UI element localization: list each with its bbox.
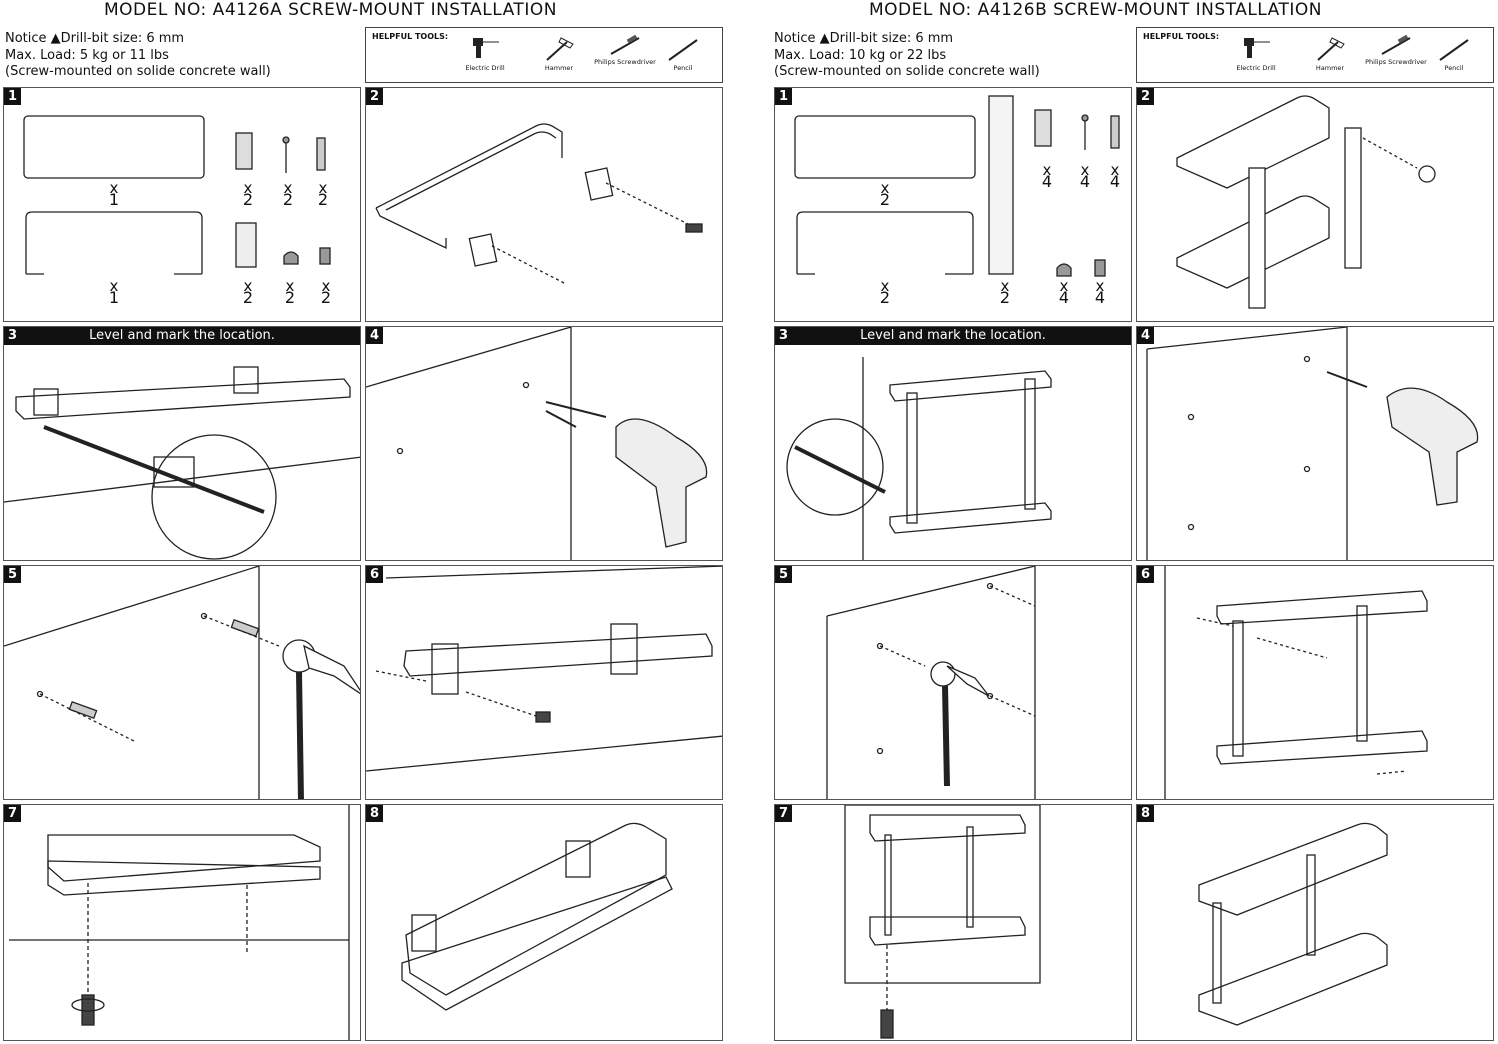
left-notice: Notice ▲Drill-bit size: 6 mm Max. Load: … [5, 31, 271, 79]
hammer-icon [1317, 37, 1345, 61]
right-step-5-panel: 5 [774, 565, 1132, 800]
finished-shelf-illustration [401, 822, 673, 1011]
pencil-icon [668, 39, 698, 61]
right-step-6-panel: 6 [1136, 565, 1494, 800]
drill-wall-illustration [366, 327, 708, 560]
install-glass-illustration [844, 805, 1041, 1039]
left-step-8-panel: 8 [365, 804, 723, 1041]
install-glass-illustration [9, 805, 350, 1040]
bracket-attach-illustration [1176, 95, 1436, 309]
parts-illustration [23, 115, 331, 275]
mount-shelf-illustration [1164, 566, 1428, 799]
level-mark-illustration [786, 357, 1052, 560]
right-step-8-panel: 8 [1136, 804, 1494, 1041]
left-title: MODEL NO: A4126A SCREW-MOUNT INSTALLATIO… [104, 0, 557, 20]
parts-illustration [794, 95, 1120, 277]
warning-triangle-icon: ▲ [819, 31, 830, 46]
drill-wall-illustration [1146, 327, 1479, 560]
right-step-4-panel: 4 [1136, 326, 1494, 561]
right-title: MODEL NO: A4126B SCREW-MOUNT INSTALLATIO… [869, 0, 1322, 20]
screwdriver-icon [610, 34, 640, 55]
warning-triangle-icon: ▲ [50, 31, 61, 46]
left-tools-box: HELPFUL TOOLS: Electric Drill Hammer Phi… [365, 27, 723, 83]
drill-icon [1244, 38, 1270, 58]
left-step-7-panel: 7 [3, 804, 361, 1041]
anchors-hammer-illustration [4, 566, 360, 799]
bracket-attach-illustration [375, 123, 703, 285]
screwdriver-icon [1381, 34, 1411, 55]
mount-shelf-illustration [366, 566, 722, 772]
finished-shelf-illustration [1198, 822, 1388, 1026]
right-tools-box: HELPFUL TOOLS: Electric Drill Hammer Phi… [1136, 27, 1494, 83]
left-step-5-panel: 5 [3, 565, 361, 800]
right-step-2-panel: 2 [1136, 87, 1494, 322]
right-notice: Notice ▲Drill-bit size: 6 mm Max. Load: … [774, 31, 1040, 79]
left-step-6-panel: 6 [365, 565, 723, 800]
pencil-icon [1439, 39, 1469, 61]
drill-icon [473, 38, 499, 58]
left-step-2-panel: 2 [365, 87, 723, 322]
hammer-icon [546, 37, 574, 61]
level-mark-illustration [4, 366, 360, 560]
right-step-7-panel: 7 [774, 804, 1132, 1041]
left-step-4-panel: 4 [365, 326, 723, 561]
anchors-hammer-illustration [826, 566, 1036, 799]
